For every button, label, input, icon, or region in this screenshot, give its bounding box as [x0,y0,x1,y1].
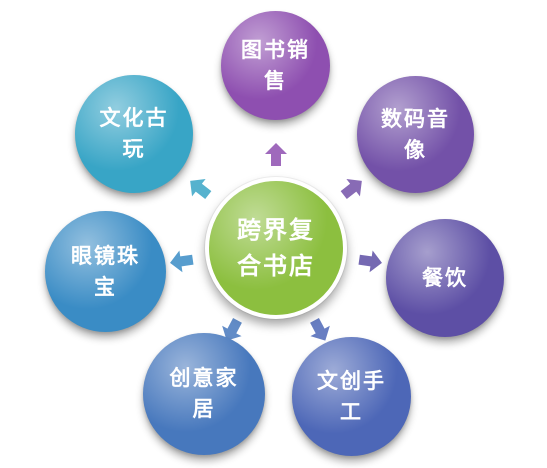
node-label-dining: 餐饮 [422,265,468,290]
arrow-to-creative-crafts [310,318,330,341]
arrow-to-eyewear-jewelry [170,250,194,273]
arrow-to-digital-media [340,179,362,199]
node-label-creative-home: 创意家居 [169,366,239,421]
node-label-creative-crafts: 文创手工 [317,368,386,424]
node-eyewear-jewelry: 眼镜珠宝 [45,211,166,332]
node-creative-crafts: 文创手工 [292,337,411,456]
node-label-cultural-antiques: 文化古玩 [99,106,169,161]
node-creative-home: 创意家居 [143,333,265,455]
arrow-to-dining [358,250,382,273]
node-label-eyewear-jewelry: 眼镜珠宝 [71,243,140,299]
center-node-crossover-bookstore: 跨界复合书店 [205,177,347,319]
arrow-to-book-sales [265,143,287,166]
node-label-book-sales: 图书销售 [241,37,310,93]
node-book-sales: 图书销售 [221,11,330,120]
node-dining: 餐饮 [386,219,504,337]
arrow-to-cultural-antiques [190,179,212,199]
node-digital-media: 数码音像 [357,76,474,193]
node-label-digital-media: 数码音像 [381,106,450,162]
center-node-label: 跨界复合书店 [237,216,315,280]
node-cultural-antiques: 文化古玩 [75,75,193,193]
arrow-to-creative-home [222,318,242,341]
